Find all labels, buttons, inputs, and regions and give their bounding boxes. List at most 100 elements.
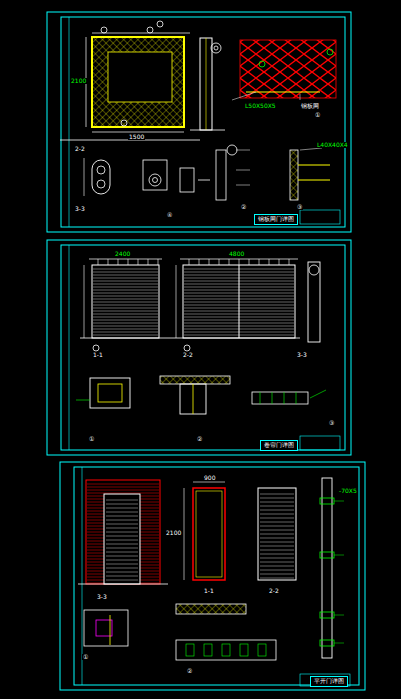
top-tick — [289, 259, 290, 265]
door-slat — [106, 512, 138, 513]
binding-strip — [82, 467, 83, 685]
door-slat — [260, 522, 294, 523]
shutter-slat — [93, 329, 158, 330]
part-label: L50X50X5 — [244, 103, 277, 109]
shutter-slat — [93, 317, 158, 318]
box-detail — [180, 384, 206, 414]
dimension-line — [176, 265, 177, 338]
door-slat — [106, 508, 138, 509]
post-elevation — [216, 150, 226, 200]
dimension-line — [184, 488, 185, 580]
shutter-elevation — [183, 265, 295, 338]
dimension: 2-2 — [182, 352, 194, 358]
shutter-slat — [93, 323, 158, 324]
box-detail — [193, 384, 194, 414]
dimension-line — [92, 33, 190, 34]
hinge-circle — [214, 46, 218, 50]
panel-hatch — [87, 484, 159, 485]
side-section — [200, 38, 212, 130]
door-slat — [260, 538, 294, 539]
panel-hatch — [87, 487, 159, 488]
top-tick — [138, 259, 139, 265]
callout-number: ① — [88, 436, 95, 442]
dimension-line — [92, 132, 184, 133]
top-tick — [209, 259, 210, 265]
door-slat — [260, 570, 294, 571]
hinge-detail — [320, 640, 334, 646]
section-strip — [176, 604, 246, 614]
callout-circle — [93, 345, 99, 351]
dimension: 2-2 — [268, 588, 280, 594]
bolt-detail — [204, 644, 212, 656]
top-tick — [189, 259, 190, 265]
door-slat — [106, 500, 138, 501]
binding-strip — [69, 245, 70, 450]
shutter-split — [239, 265, 240, 338]
shutter-slat — [93, 290, 158, 291]
door-slat — [260, 574, 294, 575]
ground-line — [80, 338, 300, 339]
anchor-bar — [298, 165, 330, 166]
dimension-line — [84, 158, 85, 196]
top-tick — [269, 259, 270, 265]
door-slat — [260, 550, 294, 551]
leader-line — [232, 92, 256, 100]
door-slat — [260, 554, 294, 555]
lintel-section — [160, 376, 230, 384]
door-slat — [106, 552, 138, 553]
door-opening — [108, 52, 172, 102]
dimension: 3-3 — [296, 352, 308, 358]
top-tick — [239, 259, 240, 265]
dimension: 2-2 — [74, 146, 86, 152]
inner-border — [61, 245, 345, 450]
top-tick — [108, 259, 109, 265]
inner-border — [74, 467, 359, 685]
door-slat — [106, 580, 138, 581]
title-text: 钢板网门详图 — [258, 216, 294, 223]
side-section — [206, 38, 207, 130]
door-slat — [260, 566, 294, 567]
top-tick — [128, 259, 129, 265]
shutter-slat — [93, 314, 158, 315]
shutter-slat — [93, 332, 158, 333]
door-slat — [260, 502, 294, 503]
shutter-slat — [93, 296, 158, 297]
bolt-detail — [186, 644, 194, 656]
top-tick — [148, 259, 149, 265]
shutter-elevation — [92, 265, 159, 338]
door-slat — [260, 514, 294, 515]
dimension: 900 — [203, 475, 216, 481]
shutter-slat — [93, 299, 158, 300]
door-slat — [260, 506, 294, 507]
part-label: 钢板网 — [300, 103, 320, 109]
dimension: 2100 — [165, 530, 182, 536]
door-slat — [260, 546, 294, 547]
top-tick — [158, 259, 159, 265]
slat-section — [252, 392, 308, 404]
shutter-slat — [93, 284, 158, 285]
part-label: L40X40X4 — [316, 142, 349, 148]
callout-number: ④ — [166, 212, 173, 218]
leader-line — [334, 555, 344, 556]
door-slat — [260, 526, 294, 527]
title-block: 卷帘门详图 — [260, 440, 298, 451]
title-block-frame — [300, 210, 340, 224]
shutter-slat — [93, 269, 158, 270]
dimension: 1-1 — [203, 588, 215, 594]
frame-detail — [84, 610, 128, 646]
bolt-detail — [240, 644, 248, 656]
door-slat — [106, 536, 138, 537]
bolt-detail — [222, 644, 230, 656]
callout-circle — [327, 49, 333, 55]
vertical-section — [322, 478, 332, 658]
dimension-line — [84, 265, 85, 338]
door-slat — [106, 544, 138, 545]
dimension: 3-3 — [74, 206, 86, 212]
door-leaf — [104, 494, 140, 584]
top-tick — [219, 259, 220, 265]
callout-number: ③ — [296, 204, 303, 210]
door-slat — [260, 578, 294, 579]
door-slat — [260, 498, 294, 499]
door-frame — [92, 37, 184, 127]
